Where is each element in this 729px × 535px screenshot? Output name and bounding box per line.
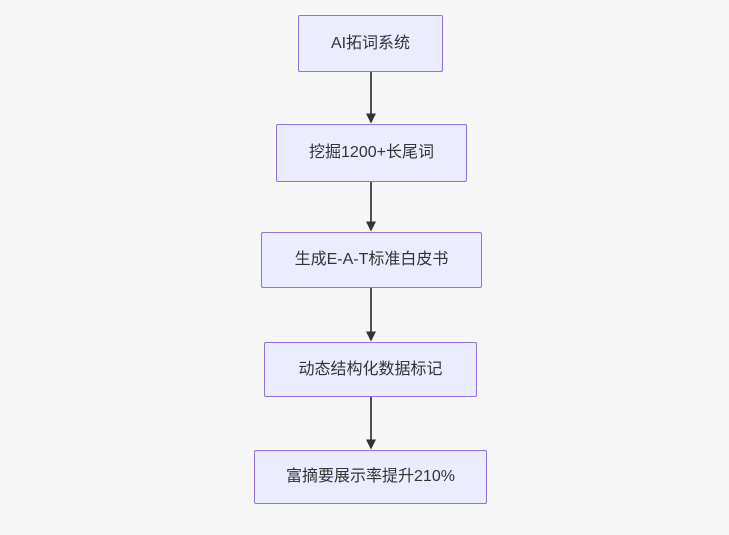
flow-node-longtail-mining: 挖掘1200+长尾词	[276, 124, 467, 182]
flow-node-label: 动态结构化数据标记	[298, 360, 443, 378]
flow-node-ai-keyword-system: AI拓词系统	[298, 15, 443, 72]
flow-node-structured-data-markup: 动态结构化数据标记	[264, 342, 477, 397]
flow-node-label: AI拓词系统	[330, 34, 411, 52]
flow-node-eat-whitepaper: 生成E-A-T标准白皮书	[261, 232, 482, 288]
flow-node-rich-snippet-uplift: 富摘要展示率提升210%	[254, 450, 487, 504]
flow-node-label: 生成E-A-T标准白皮书	[294, 251, 449, 269]
flow-node-label: 挖掘1200+长尾词	[309, 144, 434, 162]
flow-node-label: 富摘要展示率提升210%	[286, 468, 455, 486]
